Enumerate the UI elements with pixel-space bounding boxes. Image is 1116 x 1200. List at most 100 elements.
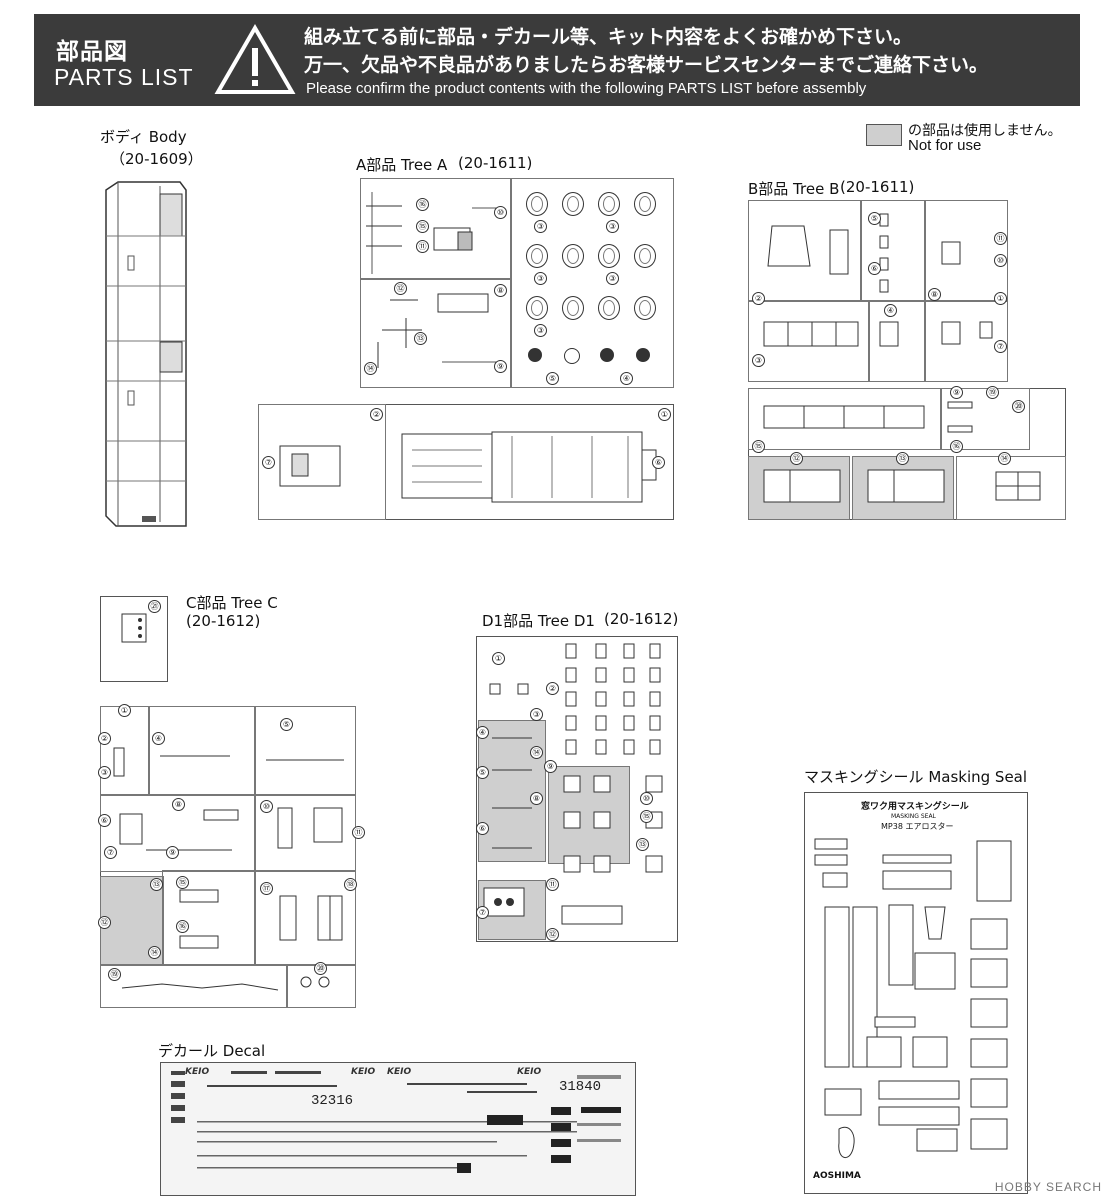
part-number: ⑥ xyxy=(98,814,111,827)
decal-title: デカール Decal xyxy=(158,1042,266,1060)
notice-line-2: 万一、欠品や不良品がありましたらお客様サービスセンターまでご連絡下さい。 xyxy=(304,54,989,76)
tree-b-cell xyxy=(860,200,926,302)
tree-c-runner-box xyxy=(100,596,168,682)
part-number: ② xyxy=(752,292,765,305)
part-number: ④ xyxy=(152,732,165,745)
part-number: ⑨ xyxy=(950,386,963,399)
part-number: ⑧ xyxy=(530,792,543,805)
part-number: ⑦ xyxy=(994,340,1007,353)
header-banner: 部品図 PARTS LIST 組み立てる前に部品・デカール等、キット内容をよくお… xyxy=(34,14,1080,106)
hub-part xyxy=(636,348,650,362)
not-for-use-en: Not for use xyxy=(908,137,982,154)
part-number: ⑧ xyxy=(494,284,507,297)
part-number: ③ xyxy=(534,220,547,233)
not-for-use-swatch xyxy=(866,124,902,146)
tree-d1-frame xyxy=(476,636,678,942)
wheel-part xyxy=(634,192,656,216)
part-number: ⑦ xyxy=(104,846,117,859)
tree-d1-code: (20-1612) xyxy=(604,610,679,628)
part-number: ⑫ xyxy=(98,916,111,929)
masking-sheet-title-en: MASKING SEAL xyxy=(891,813,936,820)
part-number: ⑮ xyxy=(752,440,765,453)
masking-seal-shapes xyxy=(814,838,1012,1158)
part-number: ② xyxy=(370,408,383,421)
tree-b-cell xyxy=(748,200,862,302)
hub-part xyxy=(564,348,580,364)
body-title: ボディ Body xyxy=(100,128,187,146)
tree-c-title: C部品 Tree C xyxy=(186,594,278,612)
part-number: ⑳ xyxy=(1012,400,1025,413)
part-number: ③ xyxy=(752,354,765,367)
part-number: ④ xyxy=(884,304,897,317)
tree-c-cell xyxy=(162,870,256,966)
part-number: ⑲ xyxy=(108,968,121,981)
part-number: ④ xyxy=(620,372,633,385)
part-number: ⑬ xyxy=(896,452,909,465)
part-number: ③ xyxy=(534,324,547,337)
tree-a-cell xyxy=(360,178,512,280)
part-number: ⑦ xyxy=(476,906,489,919)
part-number: ⑩ xyxy=(494,206,507,219)
tree-c-cell xyxy=(100,964,288,1008)
masking-sheet-model: MP38 エアロスター xyxy=(881,822,954,831)
part-number: ⑭ xyxy=(998,452,1011,465)
tree-a-code: (20-1611) xyxy=(458,154,533,172)
part-number: ⑩ xyxy=(640,792,653,805)
part-number: ⑫ xyxy=(394,282,407,295)
decal-number-2: 31840 xyxy=(559,1079,602,1095)
part-number: ⑮ xyxy=(640,810,653,823)
tree-b-upper-parts xyxy=(763,213,993,347)
part-number: ⑲ xyxy=(986,386,999,399)
tree-d1-parts xyxy=(483,643,663,925)
decal-logo: KEIO xyxy=(351,1067,376,1077)
part-number: ⑮ xyxy=(176,876,189,889)
wheel-part xyxy=(598,296,620,320)
part-number: ③ xyxy=(98,766,111,779)
tree-b-cell xyxy=(940,388,1030,450)
decal-logo: KEIO xyxy=(517,1067,542,1077)
part-number: ⑤ xyxy=(280,718,293,731)
part-number: ⑱ xyxy=(344,878,357,891)
part-number: ⑧ xyxy=(928,288,941,301)
chassis-drawing xyxy=(279,431,657,503)
tree-b-cell xyxy=(956,456,1066,520)
part-number: ⑬ xyxy=(150,878,163,891)
wheel-part xyxy=(634,296,656,320)
part-number: ⑨ xyxy=(494,360,507,373)
tree-b-title: B部品 Tree B xyxy=(748,180,840,198)
hobby-search-watermark: HOBBY SEARCH xyxy=(994,1180,1102,1194)
decal-marks xyxy=(171,1071,621,1173)
wheel-part xyxy=(526,296,548,320)
wheel-part xyxy=(598,244,620,268)
part-number: ② xyxy=(98,732,111,745)
part-number: ① xyxy=(492,652,505,665)
decal-logo: KEIO xyxy=(185,1067,210,1077)
part-number: ⑫ xyxy=(546,928,559,941)
decal-sheet: KEIO KEIO KEIO KEIO 32316 31840 xyxy=(160,1062,636,1196)
wheel-part xyxy=(526,192,548,216)
part-number: ③ xyxy=(606,272,619,285)
part-number: ③ xyxy=(530,708,543,721)
masking-sheet-title-jp: 窓ワク用マスキングシール xyxy=(861,802,969,812)
part-number: ⑤ xyxy=(476,766,489,779)
bus-body-drawing xyxy=(105,181,187,527)
part-number: ① xyxy=(118,704,131,717)
not-for-use-cell xyxy=(478,720,546,862)
tree-c-cell xyxy=(254,870,356,966)
part-number: ⑭ xyxy=(530,746,543,759)
part-number: ⑨ xyxy=(166,846,179,859)
part-number: ⑩ xyxy=(260,800,273,813)
part-number: ⑯ xyxy=(950,440,963,453)
part-number: ⑳ xyxy=(314,962,327,975)
tree-c-cell xyxy=(254,706,356,796)
hub-part xyxy=(600,348,614,362)
part-number: ① xyxy=(658,408,671,421)
tree-c-parts xyxy=(113,613,344,991)
part-number: ⑪ xyxy=(416,240,429,253)
part-number: ⑪ xyxy=(546,878,559,891)
tree-b-code: (20-1611) xyxy=(840,178,915,196)
wheel-part xyxy=(598,192,620,216)
not-for-use-jp: の部品は使用しません。 xyxy=(908,123,1062,139)
decal-logo: KEIO xyxy=(387,1067,412,1077)
part-number: ③ xyxy=(534,272,547,285)
